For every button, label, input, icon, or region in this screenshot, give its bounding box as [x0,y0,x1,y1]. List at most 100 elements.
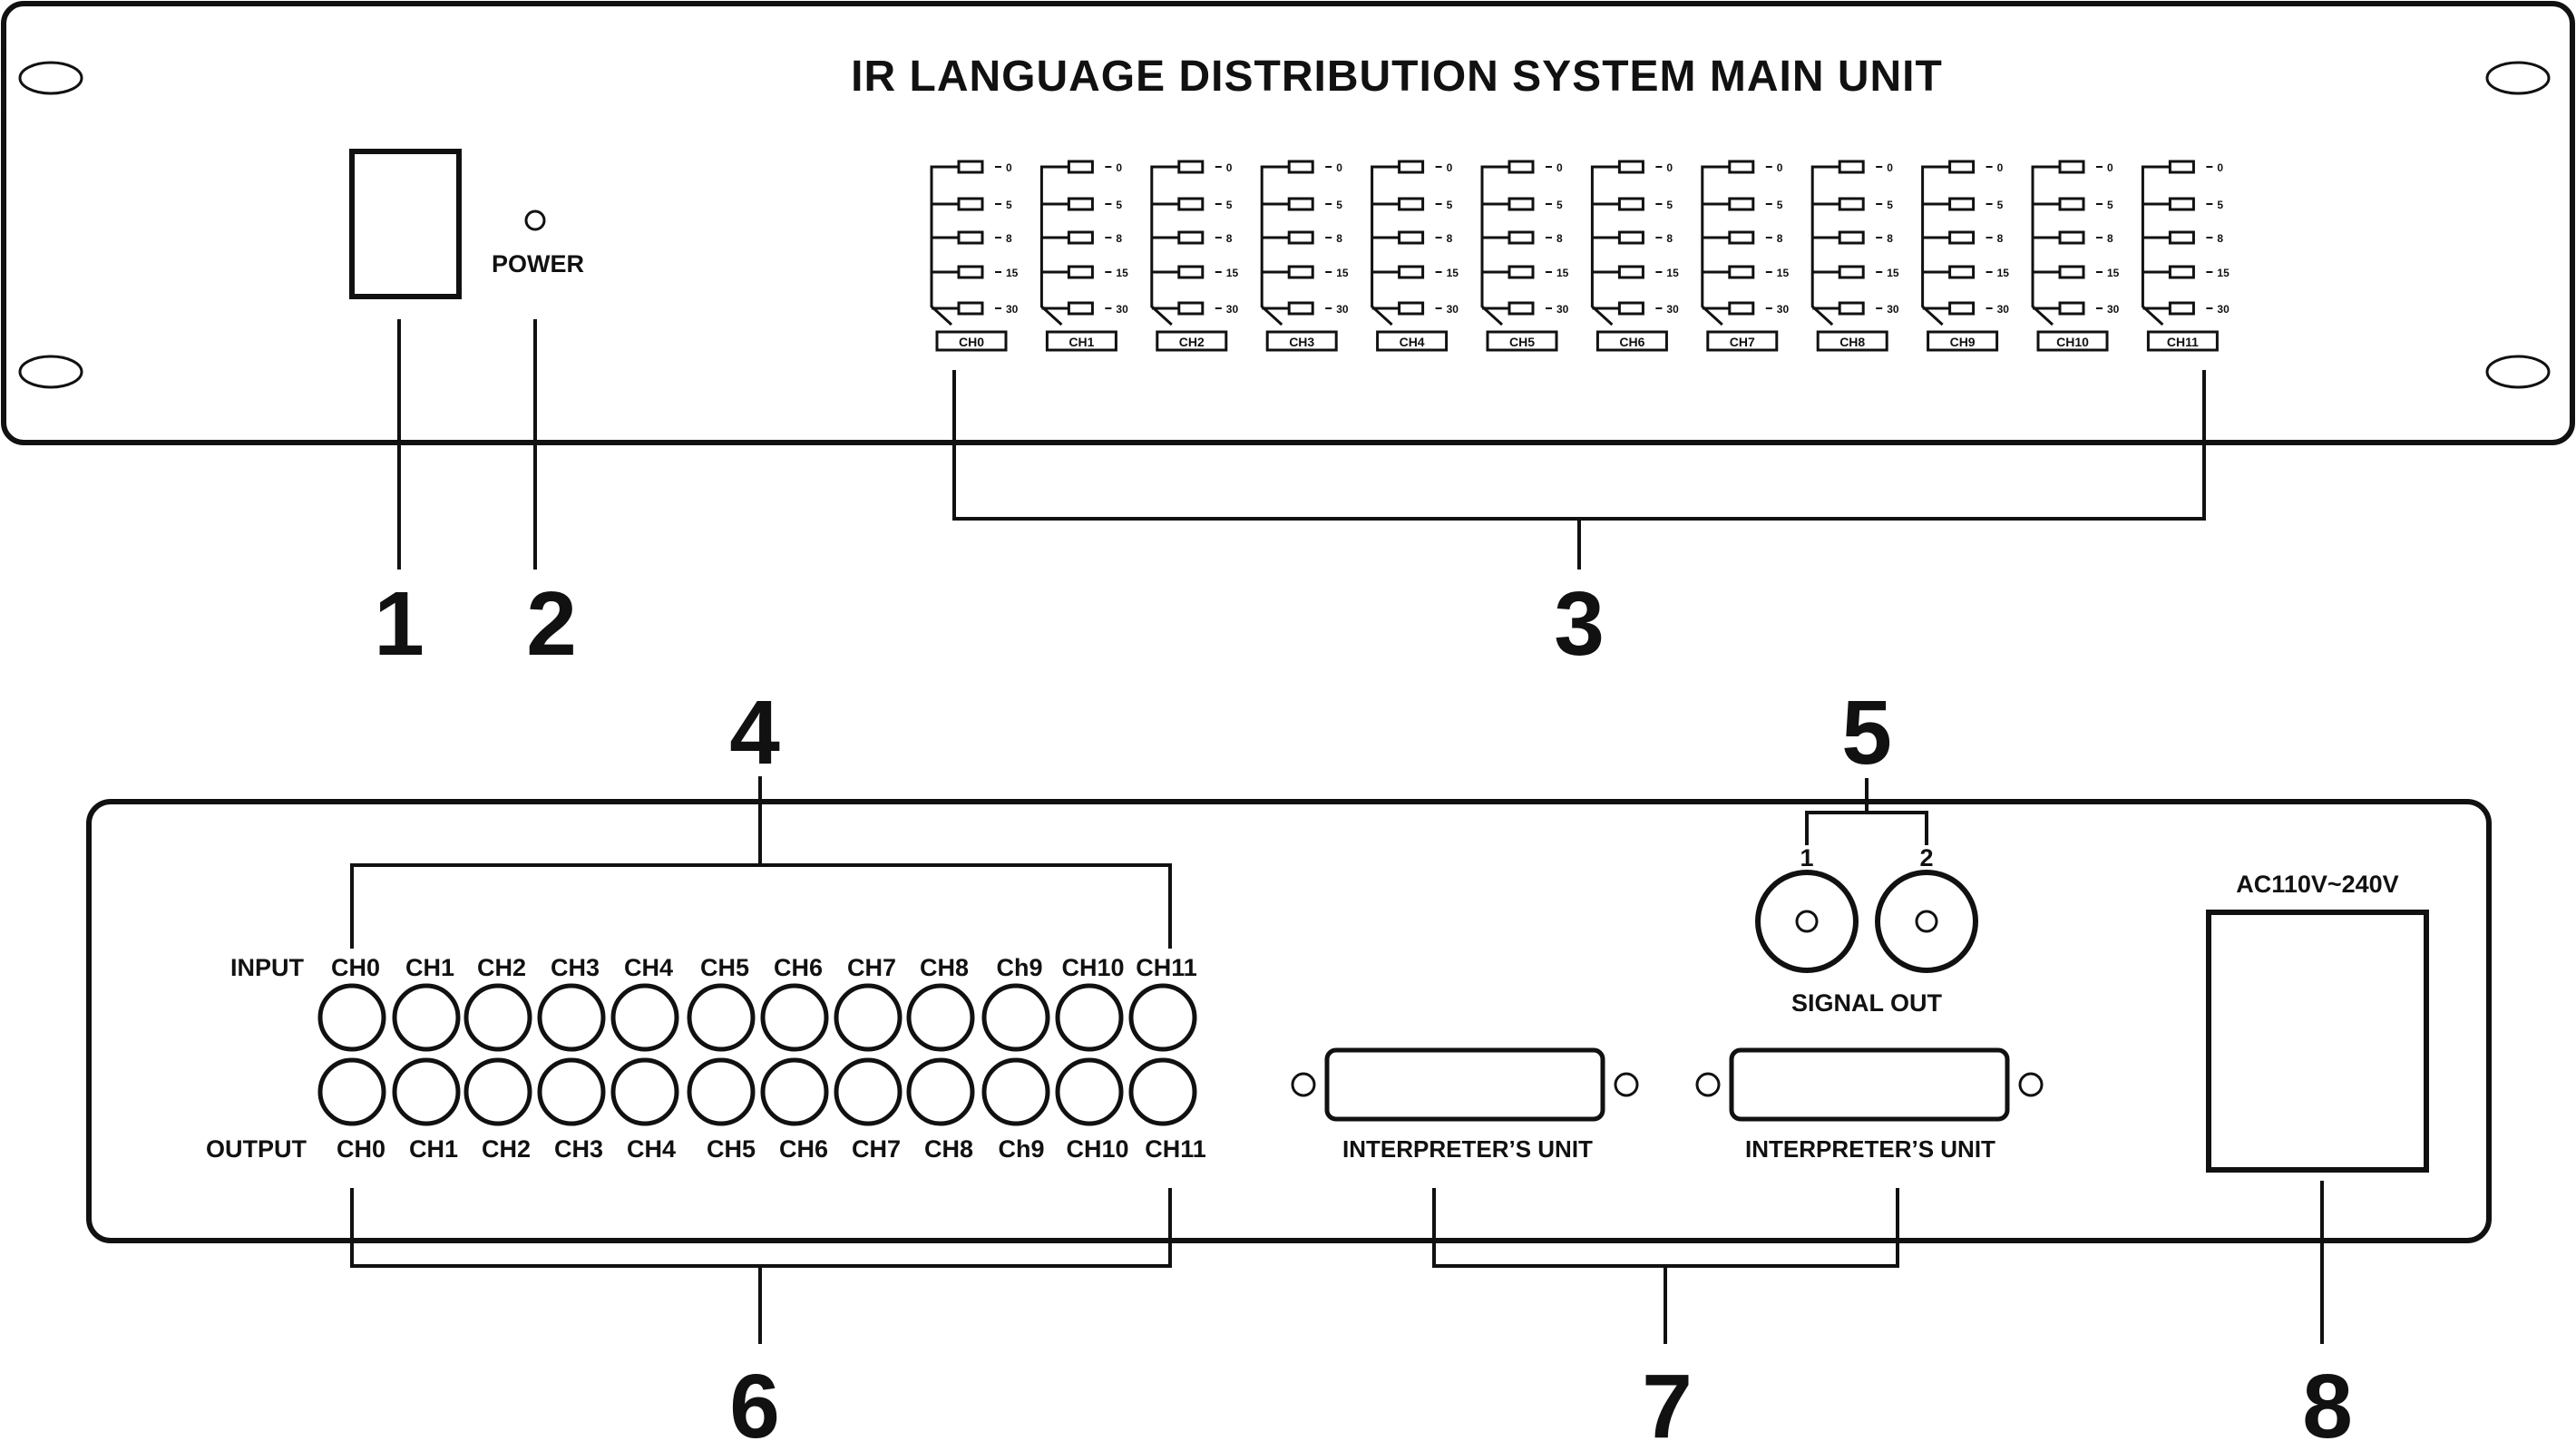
front-mount-hole-top-left [18,61,83,95]
channel-tag-ch7 [1706,330,1779,352]
callout-4-number: 4 [729,682,780,784]
level-mark-label: 8 [1006,232,1012,245]
output-jack-ch3[interactable] [537,1057,606,1126]
level-mark-label: 8 [1447,232,1453,245]
output-jack-ch5[interactable] [687,1057,756,1126]
output-jack-ch6[interactable] [760,1057,829,1126]
channel-tag-ch1 [1045,330,1117,352]
channel-tag-ch9 [1927,330,1999,352]
level-mark-label: 5 [1887,199,1893,211]
output-jack-ch8[interactable] [906,1057,975,1126]
output-jack-ch0[interactable] [317,1057,386,1126]
level-mark-label: 30 [2107,303,2120,316]
level-led [1728,197,1755,211]
input-label-ch3: CH3 [551,954,600,981]
signal-out-bnc-2[interactable] [1875,870,1978,973]
level-mark-label: 0 [1116,161,1122,174]
level-led [1617,197,1644,211]
input-jack-ch0[interactable] [317,983,386,1052]
interpreter-unit-2-screw-left [1695,1072,1721,1097]
level-mark-label: 0 [1447,161,1453,174]
channel-tag-ch3 [1265,330,1338,352]
interpreter-unit-1-connector[interactable] [1324,1047,1605,1122]
level-mark-label: 0 [1887,161,1893,174]
level-led [1728,160,1755,174]
level-mark-label: 0 [1226,161,1233,174]
input-jack-ch6[interactable] [760,983,829,1052]
level-led [1067,160,1094,174]
level-mark-label: 8 [1116,232,1122,245]
front-mount-hole-bottom-right [2485,355,2551,389]
output-jack-ch7[interactable] [834,1057,903,1126]
input-jack-ch4[interactable] [610,983,679,1052]
level-mark-label: 8 [1887,232,1893,245]
level-led [2168,160,2195,174]
output-label-ch5: CH5 [707,1135,756,1163]
channel-tag-label: CH4 [1400,335,1425,349]
level-mark-label: 5 [2107,199,2113,211]
level-led [1067,265,1094,279]
level-led [1177,230,1205,245]
level-mark-label: 0 [1336,161,1342,174]
channel-tag-ch5 [1486,330,1558,352]
signal-out-label: SIGNAL OUT [1791,989,1943,1017]
input-jack-ch10[interactable] [1055,983,1124,1052]
output-jack-ch1[interactable] [392,1057,461,1126]
input-jack-ch7[interactable] [834,983,903,1052]
input-jack-ch11[interactable] [1128,983,1197,1052]
level-led [1287,160,1314,174]
level-mark-label: 15 [1887,267,1899,279]
input-label-ch0: CH0 [331,954,380,981]
level-led [1177,197,1205,211]
callout-3-bracket [952,370,2206,570]
channel-tag-ch4 [1376,330,1449,352]
output-jack-ch9[interactable] [981,1057,1050,1126]
input-jack-ch5[interactable] [687,983,756,1052]
callout-7-bracket [1432,1188,1899,1344]
output-jack-ch4[interactable] [610,1057,679,1126]
power-led [524,209,546,231]
output-label-ch4: CH4 [627,1135,676,1163]
level-led [957,197,984,211]
input-jack-ch8[interactable] [906,983,975,1052]
input-jack-ch1[interactable] [392,983,461,1052]
front-mount-hole-bottom-left [18,355,83,389]
output-label-ch2: CH2 [482,1135,531,1163]
input-jack-ch3[interactable] [537,983,606,1052]
front-panel-body [1,1,2575,445]
level-led [1287,265,1314,279]
interpreter-unit-2-connector[interactable] [1729,1047,2010,1122]
level-led [957,230,984,245]
output-jack-ch2[interactable] [463,1057,532,1126]
power-switch[interactable] [349,149,462,299]
level-mark-label: 30 [1997,303,2010,316]
input-jack-ch2[interactable] [463,983,532,1052]
input-label-ch1: CH1 [405,954,454,981]
level-mark-label: 0 [1006,161,1012,174]
level-group-bracket [1150,165,1179,326]
level-mark-label: 15 [1997,267,2010,279]
power-input-socket[interactable] [2206,910,2429,1173]
output-jack-ch11[interactable] [1128,1057,1197,1126]
power-input: AC110V~240V [2206,871,2429,1173]
callout-5-bracket [1805,778,1928,845]
input-jack-ch9[interactable] [981,983,1050,1052]
level-group-bracket [1039,165,1069,326]
output-jack-ch10[interactable] [1055,1057,1124,1126]
level-led [2058,197,2085,211]
level-mark-label: 15 [1666,267,1679,279]
level-group-bracket [1921,165,1950,326]
level-mark-label: 30 [1116,303,1128,316]
front-mount-hole-top-right [2485,61,2551,95]
level-mark-label: 0 [1997,161,2004,174]
level-mark-label: 30 [2217,303,2230,316]
signal-out-bnc-1[interactable] [1755,870,1859,973]
callout-6-bracket [350,1188,1172,1344]
power-input-label: AC110V~240V [2236,871,2398,898]
level-led [1067,301,1094,316]
level-led [1948,160,1976,174]
